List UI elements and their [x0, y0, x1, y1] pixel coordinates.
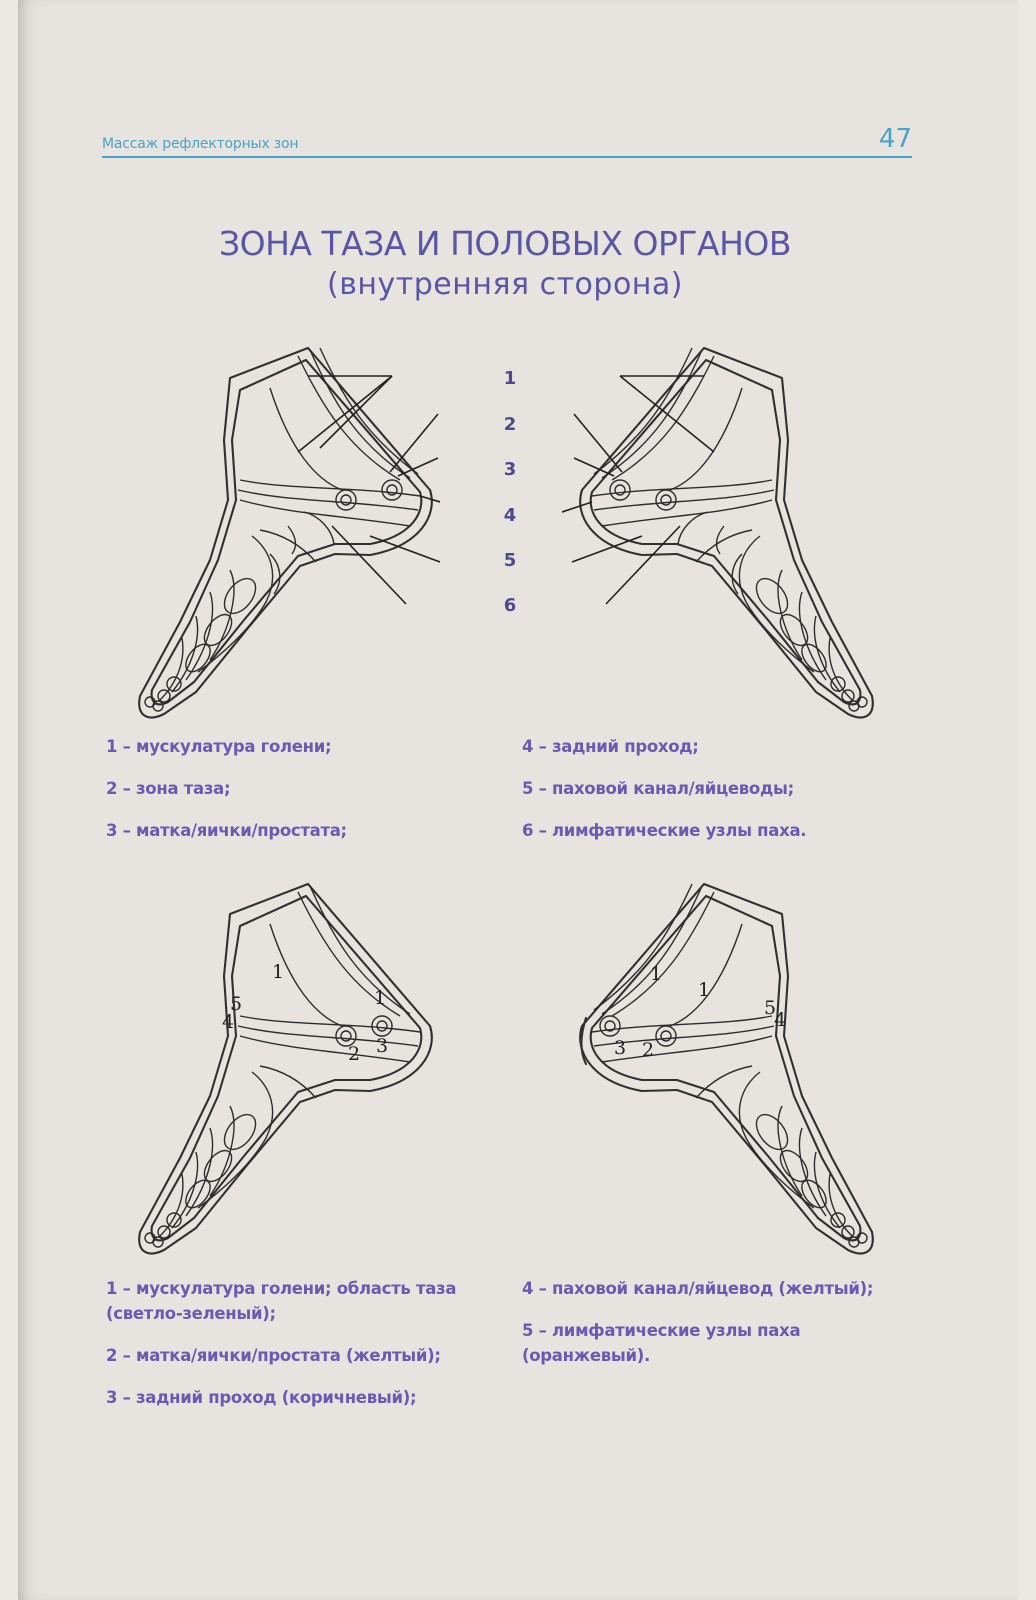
- label: 1: [272, 961, 284, 983]
- legend-bottom-left: 1 – мускулатура голени; область таза (св…: [106, 1276, 496, 1410]
- legend-top-right: 4 – задний проход; 5 – паховой канал/яйц…: [522, 734, 912, 843]
- callout-4: 4: [503, 505, 517, 526]
- label: 1: [650, 963, 662, 985]
- legend-top-left: 1 – мускулатура голени; 2 – зона таза; 3…: [106, 734, 486, 843]
- legend-item: 1 – мускулатура голени;: [106, 737, 332, 756]
- legend-item: 5 – лимфатические узлы паха (оранжевый).: [522, 1321, 801, 1365]
- label: 4: [222, 1011, 234, 1033]
- page-subtitle: (внутренняя сторона): [326, 267, 683, 302]
- legend-item: 2 – матка/яички/простата (желтый);: [106, 1346, 441, 1365]
- foot-diagram-bottom-right: 1 1 5 4 3 2: [579, 882, 874, 1255]
- label: 5: [764, 997, 776, 1019]
- label: 5: [230, 993, 242, 1015]
- legend-bottom-right: 4 – паховой канал/яйцевод (желтый); 5 – …: [522, 1276, 912, 1368]
- callout-6: 6: [503, 595, 517, 616]
- label: 3: [376, 1035, 388, 1057]
- header-rule: [102, 156, 912, 158]
- label: 2: [348, 1043, 360, 1065]
- legend-item: 6 – лимфатические узлы паха.: [522, 821, 807, 840]
- callout-2: 2: [503, 414, 517, 435]
- legend-item: 1 – мускулатура голени; область таза (св…: [106, 1279, 457, 1323]
- foot-diagram-top-right: [562, 346, 874, 719]
- foot-diagram-bottom-left: 1 1 5 4 2 3: [138, 882, 433, 1255]
- label: 4: [774, 1009, 786, 1031]
- legend-item: 2 – зона таза;: [106, 779, 231, 798]
- callout-3: 3: [503, 459, 517, 480]
- callout-1: 1: [503, 368, 517, 389]
- label: 2: [642, 1039, 654, 1061]
- book-page: [18, 0, 1018, 1600]
- running-title: Массаж рефлекторных зон: [102, 136, 299, 152]
- running-header: Массаж рефлекторных зон 47: [102, 124, 912, 158]
- legend-item: 4 – паховой канал/яйцевод (желтый);: [522, 1279, 874, 1298]
- legend-item: 4 – задний проход;: [522, 737, 699, 756]
- foot-diagram-top-left: [138, 346, 440, 719]
- legend-item: 5 – паховой канал/яйцеводы;: [522, 779, 794, 798]
- callout-5: 5: [503, 550, 517, 571]
- label: 1: [698, 979, 710, 1001]
- page-title: ЗОНА ТАЗА И ПОЛОВЫХ ОРГАНОВ: [218, 224, 792, 263]
- label: 3: [614, 1037, 626, 1059]
- label: 1: [374, 987, 386, 1009]
- legend-item: 3 – задний проход (коричневый);: [106, 1388, 417, 1407]
- page-number: 47: [878, 124, 912, 154]
- legend-item: 3 – матка/яички/простата;: [106, 821, 347, 840]
